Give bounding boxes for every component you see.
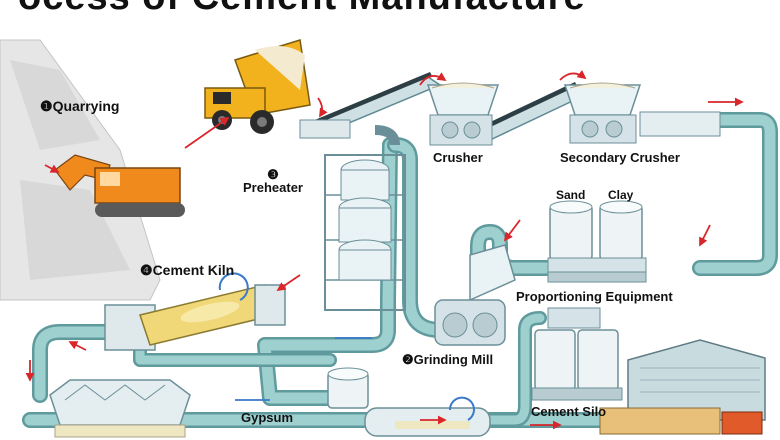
excavator (54, 154, 185, 217)
page-title: ocess of Cement Manufacture (18, 0, 586, 19)
stage-label: Clay (608, 188, 634, 202)
blue-flow-arrows (235, 337, 372, 401)
label-proportioning: Proportioning Equipment (516, 289, 673, 304)
preheater-tower (324, 125, 406, 311)
stage-label: Quarrying (52, 98, 120, 114)
label-quarrying: ❶Quarrying (40, 98, 119, 115)
stage-label: Cement Kiln (152, 262, 235, 278)
stage-label: Gypsum (241, 410, 294, 425)
quarry-rocks (10, 60, 130, 280)
grinding-mill (434, 244, 516, 346)
cement-silo (531, 307, 623, 401)
step-number: ❷ (402, 352, 414, 367)
label-preheater: ❸ Preheater (243, 168, 303, 194)
stage-label: Preheater (243, 180, 303, 195)
clinker-cooler (49, 379, 191, 438)
stage-label: Secondary Crusher (560, 150, 680, 165)
step-number: ❸ (267, 167, 279, 182)
label-sand: Sand (556, 188, 585, 202)
warehouse (599, 339, 766, 435)
sand-clay-silos (547, 200, 647, 283)
gypsum-hopper (327, 367, 369, 409)
label-crusher: Crusher (433, 150, 483, 165)
label-clay: Clay (608, 188, 633, 202)
step-number: ❹ (140, 262, 153, 278)
label-cement-kiln: ❹Cement Kiln (140, 262, 234, 279)
conveyor-belts (299, 72, 587, 141)
dump-truck (204, 39, 311, 134)
stage-label: Cement Silo (531, 404, 607, 419)
stage-label: Sand (556, 188, 586, 202)
label-cement-silo: Cement Silo (531, 404, 606, 419)
crusher-machine (426, 82, 500, 146)
stage-label: Proportioning Equipment (516, 289, 673, 304)
label-gypsum: Gypsum (241, 410, 293, 425)
secondary-crusher-machine (563, 82, 721, 144)
stage-label: Grinding Mill (413, 352, 494, 367)
step-number: ❶ (40, 98, 53, 114)
label-secondary-crusher: Secondary Crusher (560, 150, 680, 165)
flow-arrows (25, 70, 744, 430)
stage-label: Crusher (433, 150, 483, 165)
finish-mill (364, 396, 491, 437)
label-grinding-mill: ❷Grinding Mill (402, 352, 493, 368)
cement-kiln (104, 272, 286, 351)
